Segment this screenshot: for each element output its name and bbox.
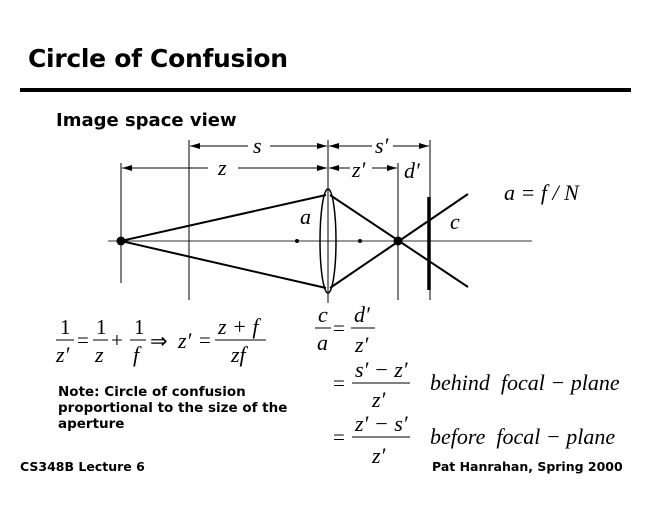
- label-c: c: [450, 209, 460, 234]
- coc-equations: c a = d′ z′ = s′ − z′ z′ behind focal − …: [315, 302, 620, 468]
- svg-text:z′ − s′: z′ − s′: [354, 411, 409, 436]
- label-s: s: [253, 133, 262, 158]
- svg-text:a: a: [317, 330, 328, 355]
- before-focal-plane-label: before focal − plane: [430, 424, 615, 449]
- svg-text:z: z: [94, 342, 104, 367]
- object-point: [116, 236, 126, 246]
- ray-upper-in: [120, 194, 327, 242]
- svg-text:1: 1: [60, 315, 71, 339]
- svg-text:+: +: [111, 328, 123, 352]
- footer-lecture: CS348B Lecture 6: [20, 459, 145, 474]
- svg-text:zf: zf: [230, 342, 249, 367]
- svg-text:1: 1: [96, 315, 107, 339]
- slide-title: Circle of Confusion: [28, 44, 288, 73]
- svg-text:z′: z′: [371, 443, 387, 468]
- lens-equation: 1 z′ = 1 z + 1 f ⇒ z′ = z + f zf: [55, 314, 266, 367]
- svg-text:z′: z′: [55, 342, 71, 367]
- label-a: a: [300, 204, 311, 229]
- svg-text:f: f: [133, 342, 142, 367]
- focal-point-back: [358, 239, 362, 243]
- svg-text:z′: z′: [354, 332, 370, 357]
- image-point: [393, 236, 403, 246]
- footer-author: Pat Hanrahan, Spring 2000: [432, 459, 623, 474]
- svg-text:=: =: [333, 316, 345, 340]
- svg-text:z′: z′: [177, 328, 193, 353]
- title-rule: [20, 88, 631, 92]
- svg-text:z + f: z + f: [217, 314, 261, 339]
- svg-text:s′ − z′: s′ − z′: [355, 357, 409, 382]
- slide-subtitle: Image space view: [56, 110, 237, 131]
- svg-text:d′: d′: [354, 302, 371, 327]
- aperture-equation: a = f / N: [504, 180, 580, 205]
- label-z: z: [217, 155, 227, 180]
- ray-lower-in: [120, 240, 327, 289]
- note-text: Note: Circle of confusion proportional t…: [58, 384, 288, 432]
- behind-focal-plane-label: behind focal − plane: [430, 370, 620, 395]
- svg-text:=: =: [77, 328, 89, 352]
- svg-text:=: =: [199, 328, 211, 352]
- label-s-prime: s′: [375, 133, 390, 158]
- label-z-prime: z′: [351, 157, 367, 182]
- lens: [319, 188, 337, 294]
- label-d-prime: d′: [404, 158, 421, 183]
- svg-text:1: 1: [134, 315, 145, 339]
- svg-text:z′: z′: [371, 387, 387, 412]
- svg-text:c: c: [318, 302, 328, 327]
- focal-point-front: [295, 239, 299, 243]
- svg-text:=: =: [333, 425, 345, 449]
- svg-text:⇒: ⇒: [150, 329, 168, 353]
- svg-text:=: =: [333, 371, 345, 395]
